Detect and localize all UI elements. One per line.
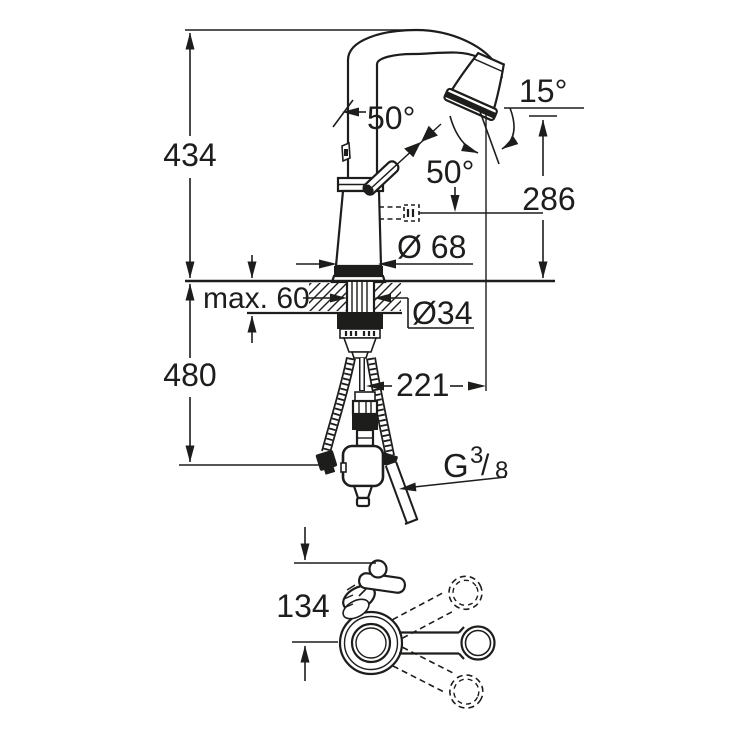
dim-221: 221: [366, 367, 486, 403]
angle-bowtie-marker: [404, 125, 438, 158]
dim-15deg-label: 15°: [519, 73, 567, 109]
dim-134-label: 134: [276, 588, 329, 624]
dim-50deg-lower-label: 50°: [426, 154, 474, 190]
dim-max60-label: max. 60: [203, 282, 310, 315]
thread-numerator: 3: [470, 442, 483, 469]
dim-d68: Ø 68: [296, 229, 473, 269]
dim-221-label: 221: [396, 367, 449, 403]
spout-arch-inner: [375, 51, 478, 178]
dimensions-side-view: 434 480 max. 60 Ø34: [163, 29, 584, 492]
dim-480: 480: [163, 283, 324, 466]
thread-denominator: 8: [495, 457, 508, 484]
base-flange-top-view: [338, 610, 404, 676]
spout-arch-outer: [346, 28, 504, 178]
tube-clip: [341, 141, 351, 163]
base-band: [334, 266, 383, 276]
mounting-nut: [337, 313, 383, 359]
hose-weight: [341, 444, 385, 488]
spout-position-down-dashed: [392, 646, 484, 709]
dim-50deg-lower: 50°: [426, 154, 474, 212]
dim-d34: Ø34: [303, 293, 474, 331]
dim-286: 286: [522, 115, 576, 279]
spray-head: [443, 51, 506, 122]
dim-480-label: 480: [163, 357, 216, 393]
spray-axis-line: [477, 105, 500, 165]
supply-hoses: [315, 356, 419, 526]
dim-50deg-upper: 50°: [332, 99, 415, 136]
spout-position-up-dashed: [392, 575, 483, 639]
mounting-shank: [345, 281, 376, 313]
dim-max60: max. 60: [203, 255, 310, 343]
thread-prefix: G: [443, 447, 469, 484]
dim-d34-label: Ø34: [412, 295, 472, 331]
handle-projection-dashed: [379, 204, 543, 222]
faucet-body: [334, 189, 383, 268]
dim-d68-label: Ø 68: [397, 229, 466, 265]
dim-50deg-upper-label: 50°: [367, 100, 415, 136]
dim-134: 134: [276, 527, 376, 681]
dim-434: 434: [163, 32, 217, 279]
dim-15deg: 15°: [449, 73, 584, 391]
dim-thread-g38: G 3 / 8: [399, 442, 508, 492]
spout-top-view: [399, 625, 496, 661]
top-view-faucet: 134: [276, 527, 496, 709]
hose-left: [315, 356, 356, 475]
pullout-hose-weight: [340, 358, 385, 508]
dim-286-label: 286: [522, 181, 575, 217]
dim-434-label: 434: [163, 137, 216, 173]
hose-right: [366, 357, 419, 526]
handle-top-view: [342, 559, 407, 620]
thread-slash: /: [481, 449, 490, 482]
